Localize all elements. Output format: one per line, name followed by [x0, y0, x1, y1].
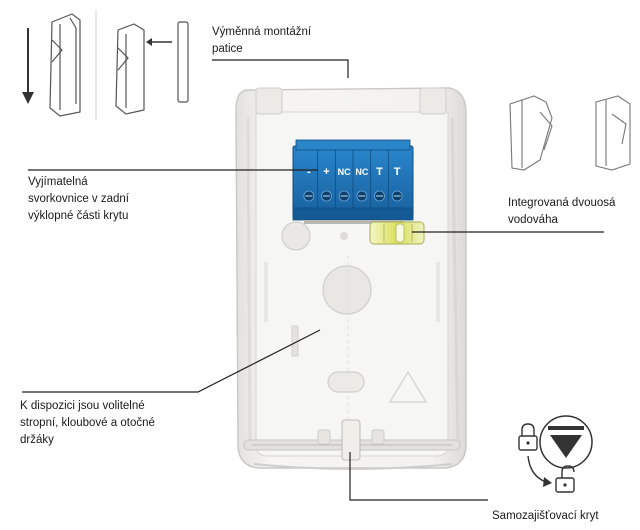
mounting-sequence-illustration — [22, 10, 189, 120]
callout-terminal-block-line-2: svorkovnice v zadní — [28, 193, 129, 205]
callout-terminal-block: Vyjímatelná svorkovnice v zadní výklopné… — [28, 174, 129, 225]
terminal-label: NC — [355, 167, 368, 177]
leader-brackets — [22, 329, 321, 393]
terminal-screws — [303, 190, 403, 202]
curved-arrow-icon — [527, 455, 552, 487]
padlock-open-icon — [555, 465, 575, 493]
callout-brackets-line-1: K dispozici jsou volitelné — [20, 400, 145, 412]
terminal-label: T — [376, 166, 383, 178]
callout-mounting-base-line-1: Výměnná montážní — [212, 26, 312, 38]
callout-terminal-block-line-1: Vyjímatelná — [28, 176, 88, 188]
callout-mounting-base-line-2: patice — [212, 43, 243, 55]
callout-tamper-text: Samozajišťovací kryt — [492, 510, 599, 522]
terminal-label: T — [394, 166, 401, 178]
padlock-closed-icon — [518, 423, 538, 451]
detector-side-view-icon — [49, 13, 81, 117]
callout-level-line-1: Integrovaná dvouosá — [508, 197, 616, 209]
arrow-left-icon — [146, 38, 172, 46]
detector-base-view-icon — [115, 23, 145, 115]
leader-mounting-base — [212, 59, 349, 78]
callout-brackets-line-2: stropní, kloubové a otočné — [20, 417, 155, 429]
triangle-down-icon — [550, 435, 582, 458]
callout-brackets: K dispozici jsou volitelné stropní, klou… — [20, 398, 155, 449]
terminal-label: - — [307, 166, 311, 178]
arrow-down-icon — [22, 28, 34, 104]
callout-terminal-block-line-3: výklopné části krytu — [28, 210, 129, 222]
terminal-label: NC — [338, 167, 351, 177]
tamper-icon-group — [518, 415, 593, 493]
terminal-label: + — [323, 166, 329, 178]
callout-level: Integrovaná dvouosá vodováha — [508, 195, 615, 229]
callout-level-line-2: vodováha — [508, 214, 558, 226]
detector-outline-illustrations — [509, 95, 631, 171]
leader-tamper — [349, 452, 488, 501]
spirit-level — [369, 221, 425, 245]
leader-lines — [22, 59, 604, 501]
tamper-bar-icon — [548, 426, 584, 430]
mounting-plate-icon — [177, 21, 189, 103]
callout-mounting-base: Výměnná montážní patice — [212, 24, 311, 58]
callout-brackets-line-3: držáky — [20, 434, 54, 446]
callout-tamper: Samozajišťovací kryt — [492, 508, 599, 525]
